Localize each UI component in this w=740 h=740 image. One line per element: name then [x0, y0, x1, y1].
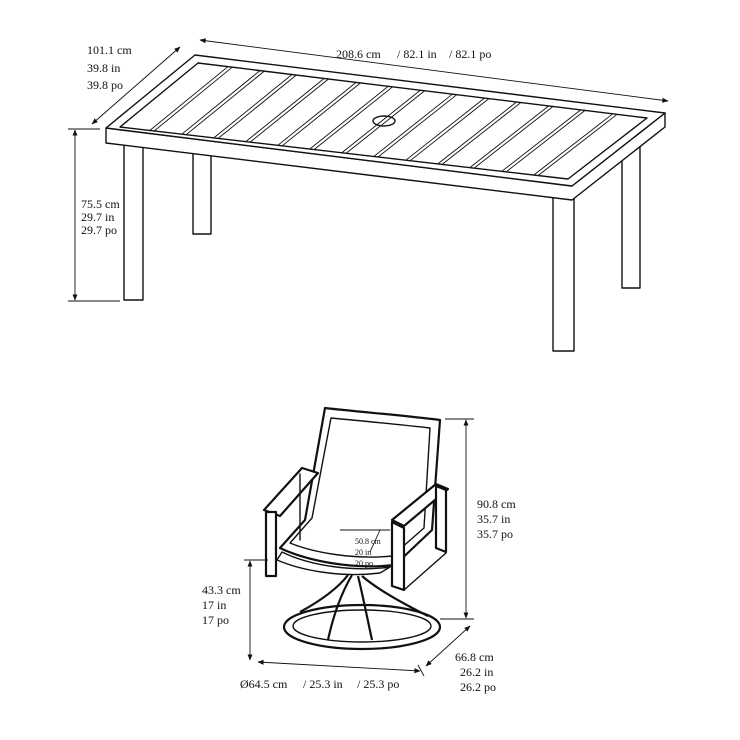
chair-depth-label: 66.8 cm 26.2 in 26.2 po — [455, 650, 497, 694]
table-slat-line — [474, 105, 554, 169]
chair-base-diameter-dimension-line — [257, 659, 421, 674]
chair-seat-height-label: 43.3 cm 17 in 17 po — [202, 583, 244, 627]
chair-base-diameter-label: Ø64.5 cm / 25.3 in / 25.3 po — [240, 677, 399, 691]
chair-seat-width-label: 50.8 cm 20 in 20 po — [355, 537, 383, 568]
chair-drawing — [262, 406, 450, 651]
table-slat-line — [378, 94, 458, 158]
table-length-label: 208.6 cm / 82.1 in / 82.1 po — [336, 47, 491, 61]
table-length-dimension-line — [199, 38, 669, 103]
table-slat-line — [501, 109, 581, 172]
chair-right-arm — [390, 482, 450, 592]
chair-depth-dimension-line — [425, 625, 471, 667]
table-slat-line — [405, 98, 485, 161]
table-slat-line — [538, 113, 618, 176]
table-slat-line — [442, 101, 522, 165]
table-height-label: 75.5 cm 29.7 in 29.7 po — [81, 197, 123, 237]
table-slat-line — [506, 109, 586, 172]
table-slat-line — [533, 113, 613, 176]
chair-left-arm — [262, 466, 320, 578]
table-drawing — [105, 54, 666, 352]
chair-base-ring-inner — [292, 609, 432, 643]
chair-swivel-spokes — [299, 574, 429, 641]
chair-height-label: 90.8 cm 35.7 in 35.7 po — [477, 497, 519, 541]
table-slat-line — [437, 101, 517, 165]
table-slat-line — [410, 98, 490, 161]
table-slat-line — [469, 105, 549, 169]
umbrella-hole — [372, 115, 396, 127]
table-slat-line — [373, 94, 453, 158]
table-depth-label: 101.1 cm 39.8 in 39.8 po — [87, 43, 135, 92]
chair-seat-base — [276, 551, 391, 576]
table-depth-dimension-line — [91, 46, 181, 125]
